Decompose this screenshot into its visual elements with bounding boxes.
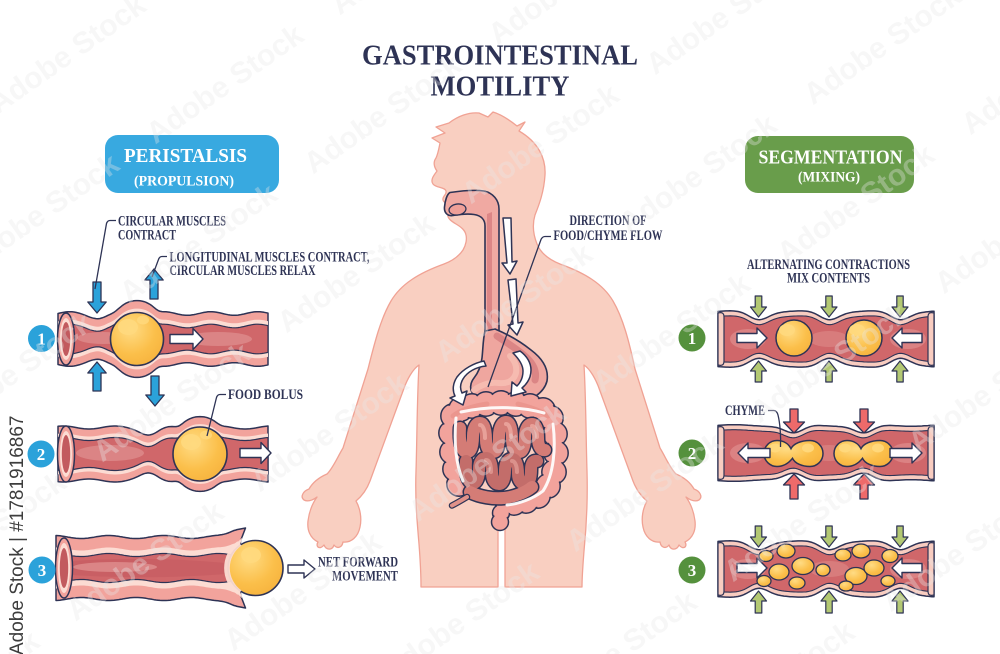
svg-text:MOTILITY: MOTILITY <box>431 72 570 103</box>
svg-text:CHYME: CHYME <box>725 403 765 419</box>
svg-text:2: 2 <box>688 444 697 463</box>
svg-text:Adobe Stock | #1781916867: Adobe Stock | #1781916867 <box>7 416 28 654</box>
svg-text:MIX CONTENTS: MIX CONTENTS <box>787 271 870 287</box>
svg-text:3: 3 <box>38 561 47 580</box>
svg-text:(PROPULSION): (PROPULSION) <box>134 174 234 190</box>
svg-text:CONTRACT: CONTRACT <box>118 228 176 244</box>
svg-text:1: 1 <box>37 330 46 349</box>
svg-text:CIRCULAR MUSCLES RELAX: CIRCULAR MUSCLES RELAX <box>170 263 316 279</box>
svg-text:GASTROINTESTINAL: GASTROINTESTINAL <box>362 41 638 72</box>
svg-text:LONGITUDINAL MUSCLES CONTRACT,: LONGITUDINAL MUSCLES CONTRACT, <box>170 250 370 266</box>
svg-text:PERISTALSIS: PERISTALSIS <box>124 145 247 167</box>
svg-text:DIRECTION OF: DIRECTION OF <box>570 213 647 229</box>
svg-text:CIRCULAR MUSCLES: CIRCULAR MUSCLES <box>118 214 226 230</box>
svg-text:NET FORWARD: NET FORWARD <box>318 555 398 571</box>
svg-text:MOVEMENT: MOVEMENT <box>332 569 398 585</box>
svg-text:2: 2 <box>37 445 46 464</box>
svg-text:(MIXING): (MIXING) <box>798 170 860 186</box>
svg-text:ALTERNATING CONTRACTIONS: ALTERNATING CONTRACTIONS <box>747 257 910 273</box>
svg-text:1: 1 <box>688 329 697 348</box>
svg-text:3: 3 <box>688 561 697 580</box>
svg-text:FOOD BOLUS: FOOD BOLUS <box>228 387 303 403</box>
svg-text:FOOD/CHYME FLOW: FOOD/CHYME FLOW <box>554 228 663 244</box>
svg-text:SEGMENTATION: SEGMENTATION <box>759 147 903 169</box>
